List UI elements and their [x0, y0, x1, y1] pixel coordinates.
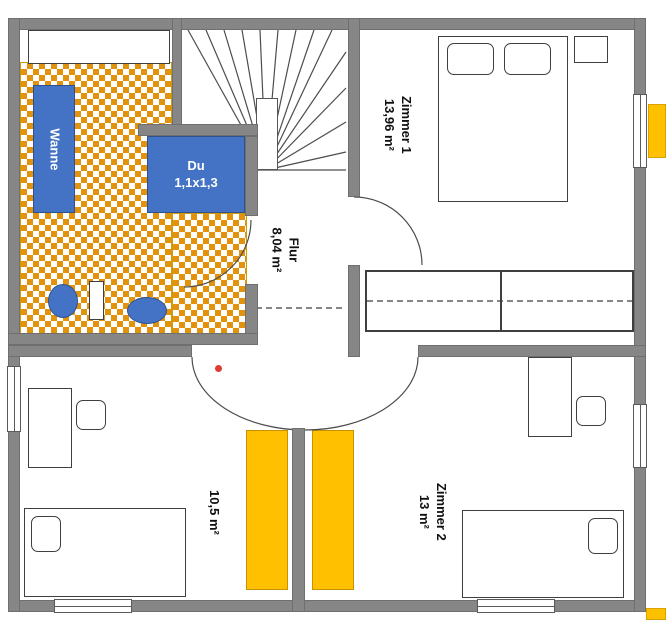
- pillow-zimmer1-right: [504, 43, 551, 75]
- window-left-room: [7, 366, 21, 432]
- pillow-zimmer2: [588, 518, 618, 554]
- wall-zimmer1-lower: [348, 265, 360, 357]
- wall-shower-top: [138, 124, 258, 136]
- shower: Du 1,1x1,3: [147, 136, 245, 213]
- entrance-door-arc-left: [191, 356, 306, 431]
- sink: [127, 297, 167, 324]
- wall-left: [8, 18, 20, 612]
- window-bottom-right: [477, 599, 555, 613]
- wardrobe-lower-right: [312, 430, 354, 590]
- stair-newel: [256, 98, 278, 170]
- toilet: [48, 284, 78, 318]
- zimmer1-door-arc: [353, 196, 423, 266]
- desk-zimmer2: [528, 357, 572, 437]
- bathroom-door-arc: [183, 219, 252, 288]
- bathroom-radiator: [89, 281, 104, 320]
- pillow-zimmer1-left: [447, 43, 494, 75]
- bathtub: Wanne: [33, 85, 75, 213]
- bathtub-label: Wanne: [47, 127, 63, 171]
- wall-mid-right: [418, 345, 646, 357]
- nightstand-zimmer1: [574, 36, 608, 63]
- desk-left-room: [28, 388, 72, 468]
- wall-bath-bottom: [8, 333, 258, 345]
- wall-lower-divider: [292, 428, 305, 612]
- wall-mid-left: [8, 345, 192, 357]
- pillow-left-room: [31, 516, 61, 552]
- red-marker-dot: [215, 365, 222, 372]
- window-zimmer1: [633, 94, 647, 168]
- wall-bath-right-upper: [245, 136, 258, 216]
- entrance-door-arc-right: [304, 356, 419, 431]
- bathroom-cabinet: [28, 30, 170, 64]
- chair-zimmer2: [576, 396, 606, 426]
- bathroom-tiled-floor-2: [172, 213, 247, 334]
- wall-top: [8, 18, 646, 30]
- chair-left-room: [76, 400, 106, 430]
- window-bottom-left: [54, 599, 132, 613]
- window-zimmer2: [633, 404, 647, 468]
- wall-stairs-left: [172, 18, 182, 136]
- wall-zimmer1-upper: [348, 18, 360, 197]
- wardrobe-lower-left: [246, 430, 288, 590]
- shower-label: Du 1,1x1,3: [174, 157, 218, 190]
- wall-bath-right-lower: [245, 284, 258, 345]
